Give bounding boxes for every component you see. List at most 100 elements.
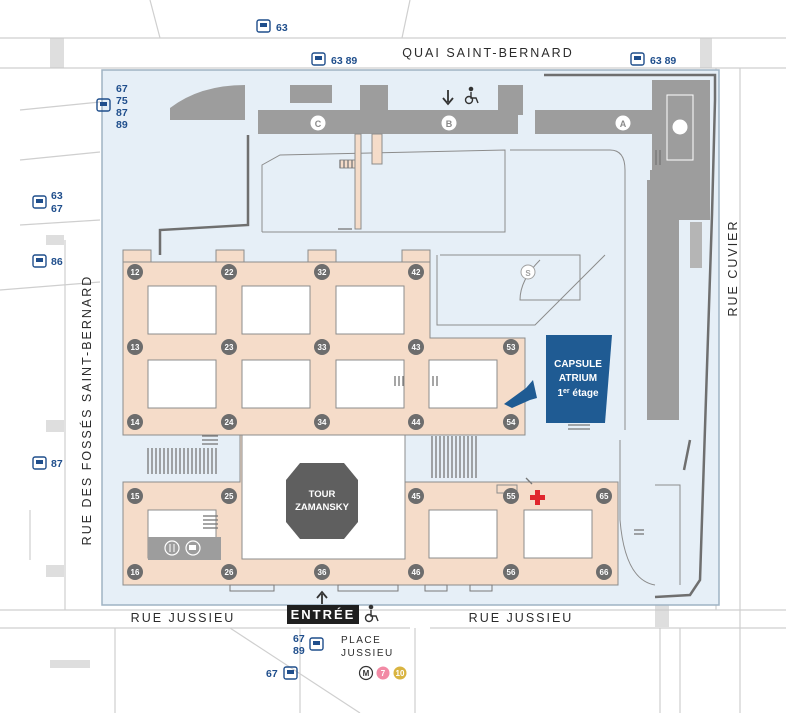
node-marker (503, 488, 519, 504)
tour-zamansky-line2: ZAMANSKY (295, 502, 349, 513)
node-label: 45 (412, 492, 421, 501)
bus-line: 89 (116, 119, 128, 131)
node-marker (127, 488, 143, 504)
bus-stop-bottom[interactable]: 67 (266, 666, 298, 680)
grid-node-42: 42 (408, 264, 424, 280)
bus-stop-quai-mid[interactable]: 63 89 (311, 52, 357, 67)
building-s-label: S (525, 269, 531, 278)
metro-line-10-icon (393, 666, 407, 680)
grid-node-66: 66 (596, 564, 612, 580)
bus-icon (630, 52, 645, 66)
bus-stop-left-mid[interactable]: 63 67 (32, 190, 63, 215)
node-label: 44 (412, 418, 421, 427)
capsule-line2: ATRIUM (559, 373, 597, 384)
grid-node-46: 46 (408, 564, 424, 580)
node-label: 24 (225, 418, 234, 427)
tour-zamansky (286, 463, 358, 539)
node-marker (221, 414, 237, 430)
accessibility-icon (364, 604, 379, 623)
grid-node-13: 13 (127, 339, 143, 355)
node-marker (314, 339, 330, 355)
building-s-marker (520, 264, 536, 280)
building-a-label: A (620, 119, 627, 129)
arrow-down-icon (442, 90, 454, 106)
metro-line-7-icon (376, 666, 390, 680)
metro-line-10: 10 (396, 669, 405, 678)
node-label: 22 (225, 268, 234, 277)
grid-node-45: 45 (408, 488, 424, 504)
bus-lines: 63 89 (331, 55, 357, 67)
bus-stop-quai-right[interactable]: 63 89 (630, 52, 676, 67)
building-a-marker (614, 114, 632, 132)
capsule-line3: 1er étage (557, 388, 599, 399)
campus-walls (158, 73, 717, 599)
bus-stop-place-jussieu[interactable]: 67 89 (293, 633, 324, 657)
node-label: 26 (225, 568, 234, 577)
node-marker (408, 488, 424, 504)
node-label: 16 (131, 568, 140, 577)
node-label: 25 (225, 492, 234, 501)
building-b-label: B (446, 119, 453, 129)
bus-icon (283, 666, 298, 680)
grid-node-53: 53 (503, 339, 519, 355)
grid-node-23: 23 (221, 339, 237, 355)
building-labels: C B A S (309, 114, 689, 280)
grid-node-26: 26 (221, 564, 237, 580)
bus-icon (311, 52, 326, 66)
node-marker (408, 339, 424, 355)
grid-node-65: 65 (596, 488, 612, 504)
bus-stops: 63 63 89 63 89 67 75 87 89 63 67 (32, 19, 676, 680)
stairs-west (147, 448, 217, 474)
bus-line: 87 (116, 107, 128, 119)
node-label: 53 (507, 343, 516, 352)
bus-stop-left-top[interactable]: 67 75 87 89 (96, 83, 128, 131)
restaurant-icon (164, 540, 180, 556)
stairs-small (202, 150, 661, 535)
north-entrance (442, 86, 479, 106)
node-label: 56 (507, 568, 516, 577)
bus-icon (96, 98, 111, 112)
bus-icon (256, 19, 271, 33)
capsule-atrium-arrow (504, 380, 537, 408)
grid-node-16: 16 (127, 564, 143, 580)
bus-line: 89 (293, 645, 305, 657)
bus-stop-top[interactable]: 63 (256, 19, 288, 34)
node-label: 34 (318, 418, 327, 427)
crosswalks (46, 38, 712, 668)
node-marker (314, 564, 330, 580)
campus-paths (261, 149, 681, 586)
arrow-up-icon (316, 590, 328, 604)
north-building-windows (666, 94, 694, 161)
node-marker (221, 564, 237, 580)
grid-node-55: 55 (503, 488, 519, 504)
grid-node-54: 54 (503, 414, 519, 430)
street-rue-cuvier: RUE CUVIER (726, 219, 740, 316)
cafeteria-icons (164, 540, 201, 556)
place-jussieu-line2: JUSSIEU (341, 648, 394, 659)
capsule-atrium (546, 335, 612, 423)
bus-lines: 63 (276, 22, 288, 34)
entrance-badge[interactable] (287, 605, 359, 624)
bus-stop-left-87[interactable]: 87 (32, 456, 63, 470)
node-label: 36 (318, 568, 327, 577)
node-marker (503, 414, 519, 430)
node-label: 33 (318, 343, 327, 352)
bus-icon (32, 456, 47, 470)
bus-stop-left-86[interactable]: 86 (32, 254, 63, 268)
node-label: 46 (412, 568, 421, 577)
bus-icon (32, 254, 47, 268)
bus-line: 63 (51, 190, 63, 202)
node-marker (314, 264, 330, 280)
node-marker (127, 264, 143, 280)
grid-node-32: 32 (314, 264, 330, 280)
metro-station[interactable]: M 7 10 (358, 665, 407, 681)
building-c-label: C (315, 119, 322, 129)
grid-node-33: 33 (314, 339, 330, 355)
bus-lines: 87 (51, 458, 63, 470)
node-marker (596, 488, 612, 504)
node-marker (127, 339, 143, 355)
node-label: 23 (225, 343, 234, 352)
restaurant-north-icon (671, 118, 689, 136)
grid-node-56: 56 (503, 564, 519, 580)
grid-node-34: 34 (314, 414, 330, 430)
